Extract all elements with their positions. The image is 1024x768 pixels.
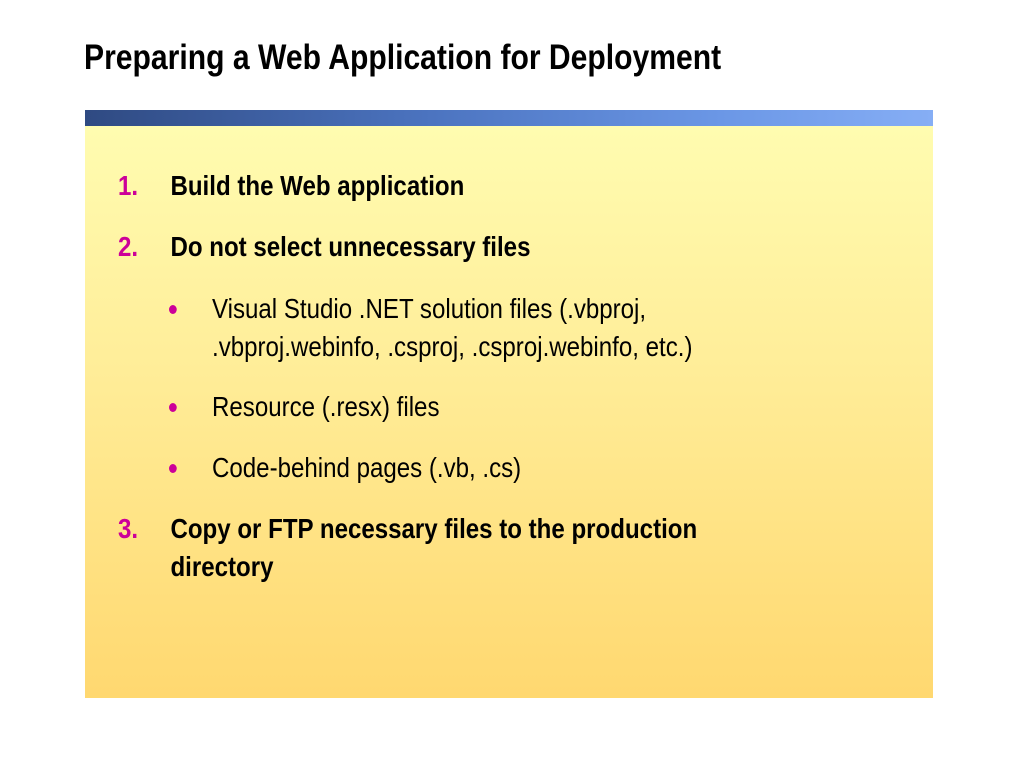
slide-title: Preparing a Web Application for Deployme… [84, 38, 722, 77]
text-line: Resource (.resx) files [212, 391, 440, 422]
title-underline-bar [85, 110, 933, 126]
sub-item-text: Code-behind pages (.vb, .cs) [212, 449, 521, 487]
list-item-text: Copy or FTP necessary files to the produ… [170, 510, 697, 586]
text-line: .vbproj.webinfo, .csproj, .csproj.webinf… [212, 331, 693, 362]
bullet-dot-icon [169, 403, 177, 412]
list-number: 2. [118, 231, 139, 262]
text-line: Copy or FTP necessary files to the produ… [170, 513, 698, 544]
list-item-text: Do not select unnecessary files [170, 228, 530, 266]
text-line: directory [170, 551, 274, 582]
sub-item-text: Resource (.resx) files [212, 388, 439, 426]
bullet-dot-icon [169, 464, 177, 473]
sub-item-text: Visual Studio .NET solution files (.vbpr… [212, 290, 692, 366]
text-line: Code-behind pages (.vb, .cs) [212, 452, 522, 483]
list-number: 3. [118, 513, 139, 544]
text-line: Do not select unnecessary files [170, 231, 531, 262]
content-panel: 1. Build the Web application 2. Do not s… [85, 126, 933, 698]
list-number: 1. [118, 170, 139, 201]
list-item-text: Build the Web application [170, 167, 464, 205]
text-line: Visual Studio .NET solution files (.vbpr… [212, 293, 647, 324]
bullet-dot-icon [169, 305, 177, 314]
text-line: Build the Web application [170, 170, 465, 201]
